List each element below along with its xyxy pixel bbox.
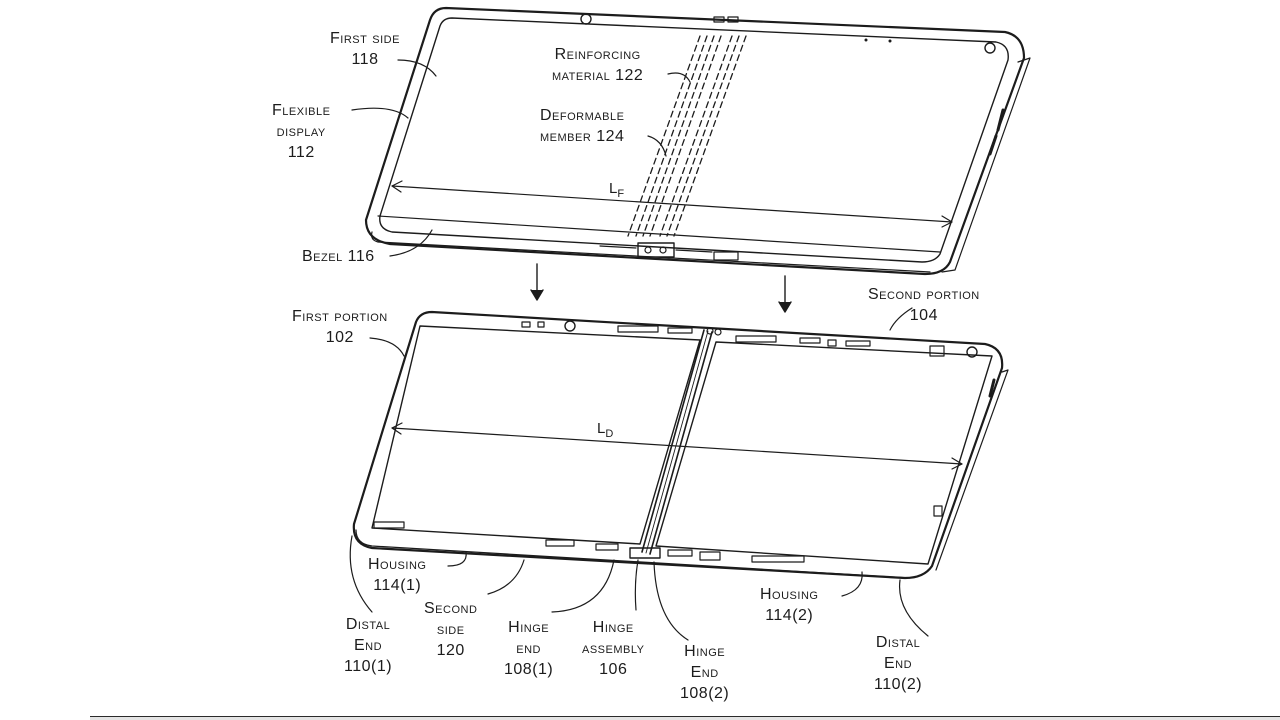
label-hinge-end-1: Hinge end 108(1) xyxy=(504,619,554,678)
label-second-portion: Second portion 104 xyxy=(868,286,980,324)
reinforcing-dashes xyxy=(627,35,747,237)
page-bottom-edge xyxy=(90,716,1280,717)
label-first-portion: First portion 102 xyxy=(292,308,388,346)
flexible-display-device xyxy=(364,6,1031,276)
label-first-side: First side 118 xyxy=(330,30,400,68)
label-hinge-assembly: Hinge assembly 106 xyxy=(582,619,645,678)
page-bottom-strip xyxy=(90,716,1280,720)
label-housing-2: Housing 114(2) xyxy=(760,586,819,624)
label-deformable-member: Deformable member 124 xyxy=(540,107,625,145)
label-flexible-display: Flexible display 112 xyxy=(272,102,331,161)
label-distal-end-2: Distal End 110(2) xyxy=(874,634,923,693)
dual-screen-device xyxy=(352,310,1009,580)
label-second-side: Second side 120 xyxy=(424,600,478,659)
label-lf: LF xyxy=(609,180,625,200)
label-distal-end-1: Distal End 110(1) xyxy=(344,616,393,675)
label-bezel: Bezel 116 xyxy=(302,248,375,265)
leader-lines xyxy=(349,59,929,641)
label-ld: LD xyxy=(597,420,614,440)
label-housing-1: Housing 114(1) xyxy=(368,556,427,594)
lf-dimension-line xyxy=(391,180,953,228)
label-hinge-end-2: Hinge End 108(2) xyxy=(680,643,730,702)
ld-dimension-line xyxy=(391,422,963,470)
fold-arrows xyxy=(530,263,792,313)
label-reinforcing-material: Reinforcing material 122 xyxy=(552,46,644,84)
